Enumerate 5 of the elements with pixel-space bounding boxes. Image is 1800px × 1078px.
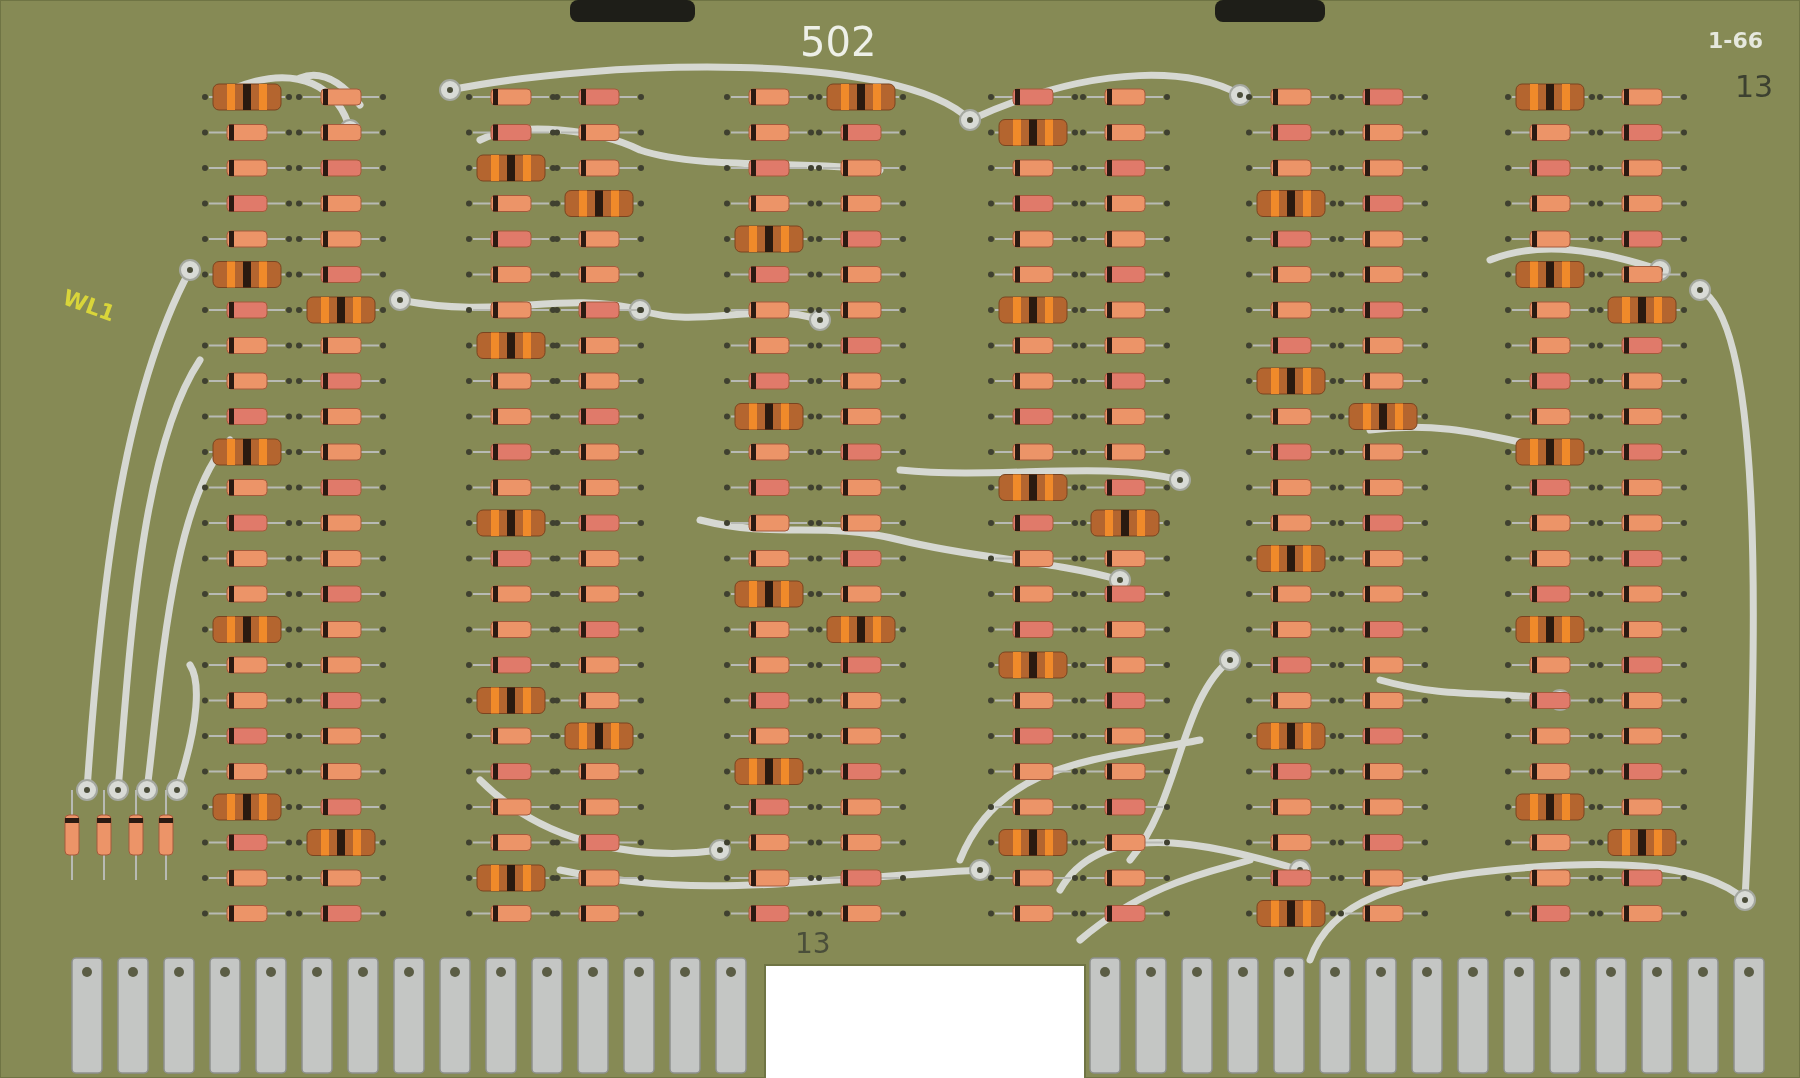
handwritten-number: 13 [795, 930, 831, 958]
board-number: 502 [800, 22, 877, 62]
date-code: 1-66 [1708, 30, 1764, 52]
handwritten-mark: WL1 [59, 286, 118, 326]
handwritten-number: 13 [1735, 72, 1774, 102]
